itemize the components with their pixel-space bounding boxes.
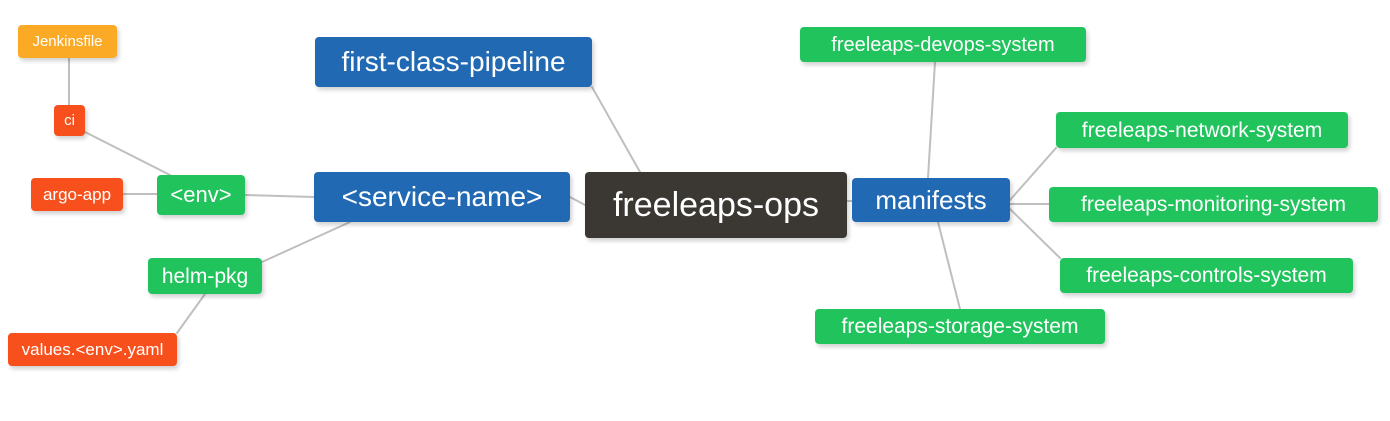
node-label-argo-app: argo-app [42,185,112,204]
node-label-freeleaps-ops: freeleaps-ops [612,186,819,224]
node-env[interactable]: <env> [157,175,245,215]
edge-freeleaps-ops-to-first-class-pipeline [591,86,641,173]
node-jenkinsfile[interactable]: Jenkinsfile [18,25,117,58]
node-label-manifests: manifests [875,185,987,215]
node-first-class-pipeline[interactable]: first-class-pipeline [315,37,592,87]
node-freeleaps-monitoring-system[interactable]: freeleaps-monitoring-system [1049,187,1378,222]
node-label-helm-pkg: helm-pkg [161,264,249,288]
node-label-freeleaps-network-system: freeleaps-network-system [1081,118,1323,142]
node-freeleaps-ops[interactable]: freeleaps-ops [585,172,847,238]
node-label-freeleaps-devops-system: freeleaps-devops-system [831,33,1055,56]
node-label-freeleaps-monitoring-system: freeleaps-monitoring-system [1081,193,1346,216]
node-freeleaps-storage-system[interactable]: freeleaps-storage-system [815,309,1105,344]
node-helm-pkg[interactable]: helm-pkg [148,258,262,294]
edge-freeleaps-ops-to-service-name [569,196,586,206]
node-ci[interactable]: ci [54,105,85,136]
node-label-freeleaps-controls-system: freeleaps-controls-system [1086,264,1327,287]
edge-manifests-to-freeleaps-devops-system [927,61,936,179]
edge-helm-pkg-to-values-env-yaml [176,293,206,334]
node-freeleaps-devops-system[interactable]: freeleaps-devops-system [800,27,1086,62]
node-label-freeleaps-storage-system: freeleaps-storage-system [841,315,1079,338]
node-label-env: <env> [170,182,232,207]
node-freeleaps-controls-system[interactable]: freeleaps-controls-system [1060,258,1353,293]
edge-env-to-ci [84,131,171,176]
edge-manifests-to-freeleaps-storage-system [937,221,961,310]
node-label-values-env-yaml: values.<env>.yaml [21,340,164,359]
edge-service-name-to-helm-pkg [261,221,351,263]
node-label-ci: ci [64,112,75,129]
node-argo-app[interactable]: argo-app [31,178,123,211]
node-label-jenkinsfile: Jenkinsfile [32,33,103,50]
node-manifests[interactable]: manifests [852,178,1010,222]
edge-service-name-to-env [244,194,315,198]
node-label-service-name: <service-name> [341,181,543,212]
node-label-first-class-pipeline: first-class-pipeline [341,46,566,77]
node-values-env-yaml[interactable]: values.<env>.yaml [8,333,177,366]
node-service-name[interactable]: <service-name> [314,172,570,222]
node-freeleaps-network-system[interactable]: freeleaps-network-system [1056,112,1348,148]
